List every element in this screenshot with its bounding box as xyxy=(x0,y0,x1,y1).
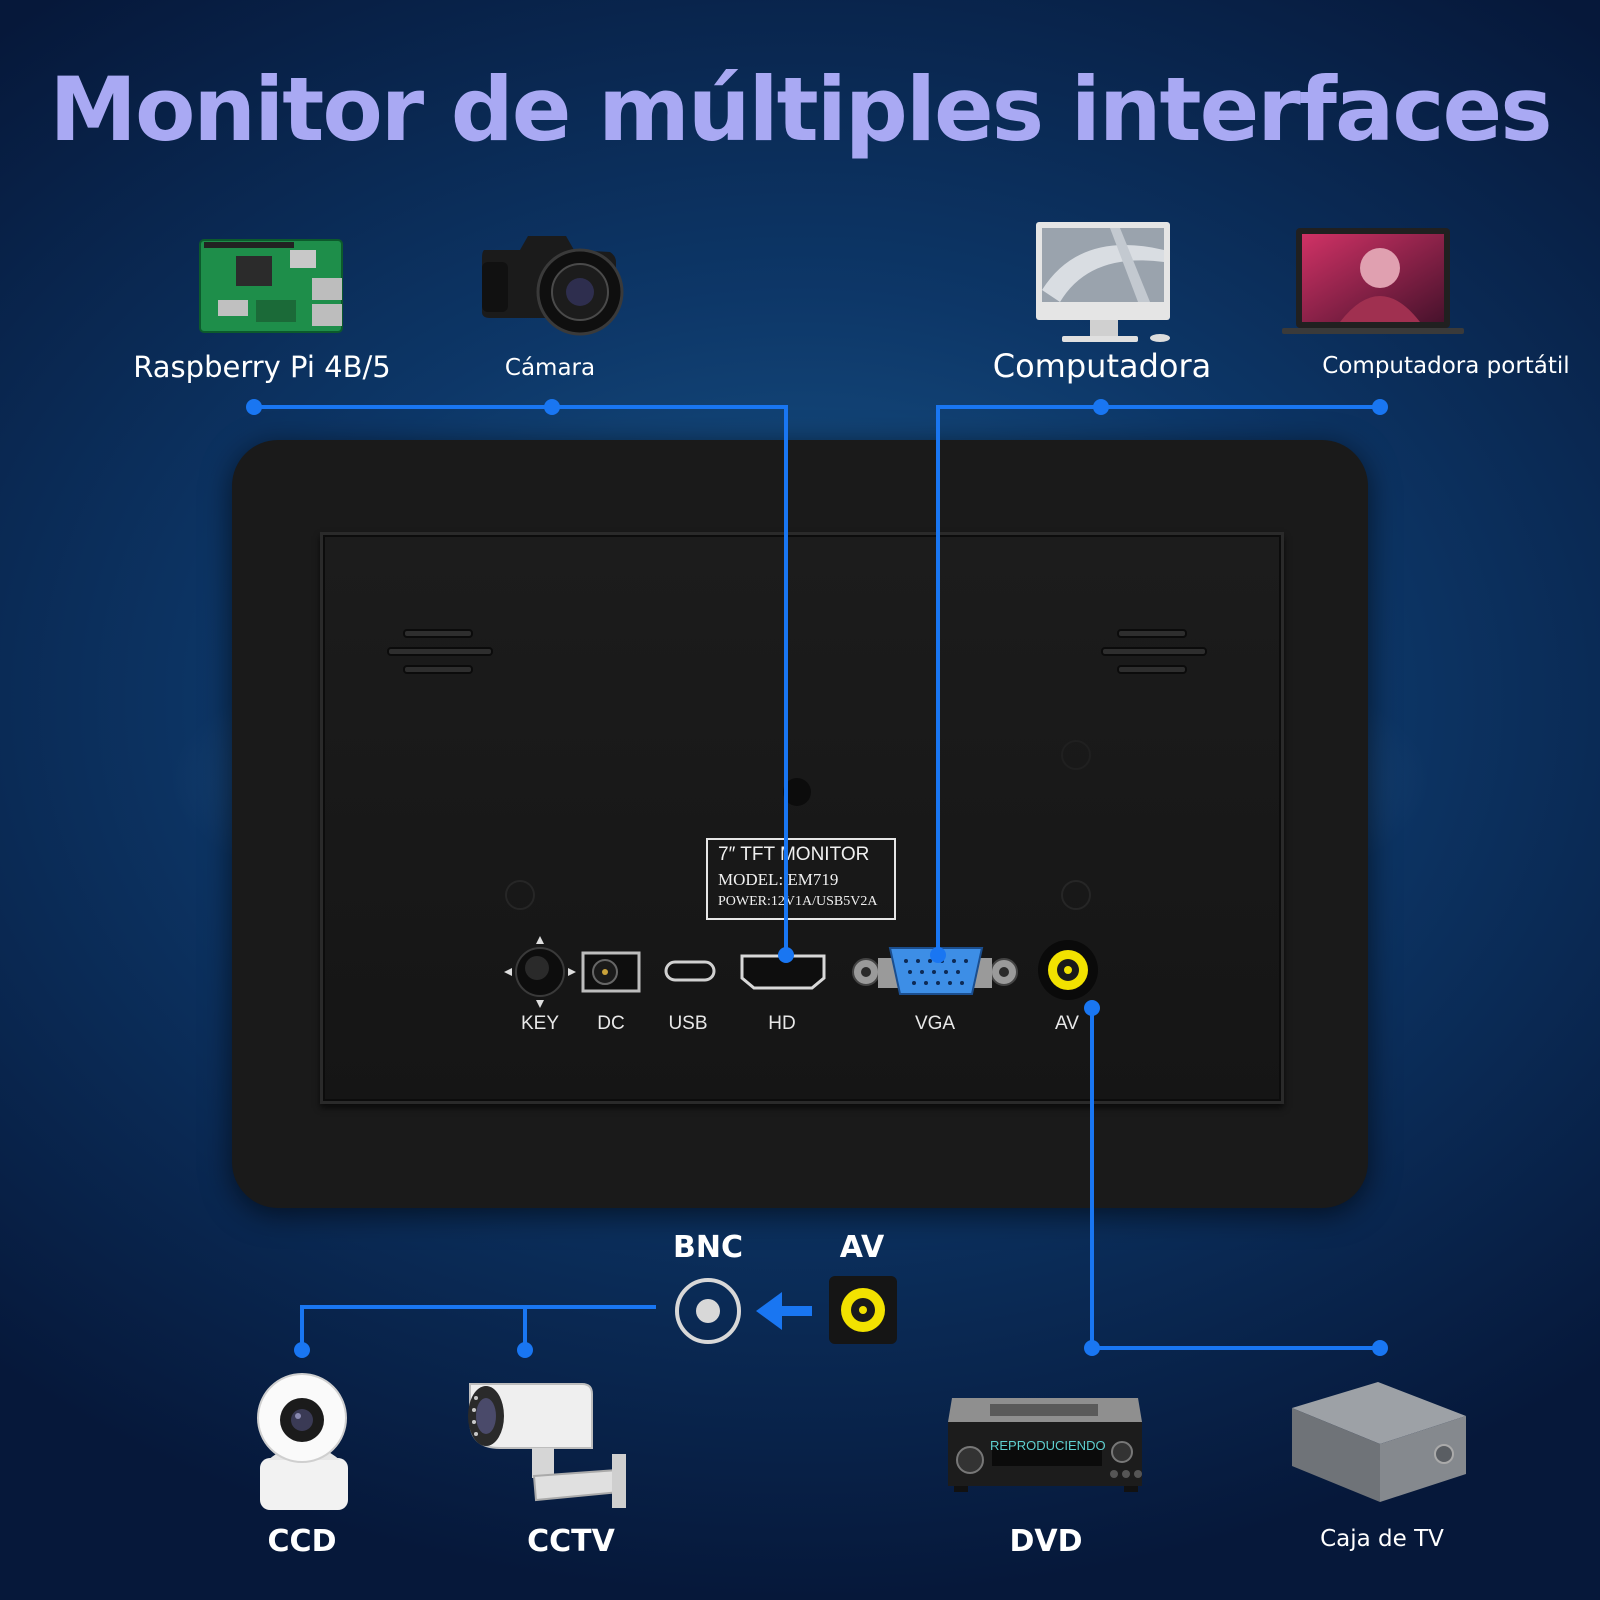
monitor-body xyxy=(320,532,1284,1104)
device-label-laptop: Computadora portátil xyxy=(1322,353,1570,379)
av-rca-port-icon xyxy=(1038,940,1098,1000)
mount-hole xyxy=(783,778,811,806)
cctv-bullet-camera-icon xyxy=(468,1383,626,1508)
usb-c-port-icon xyxy=(664,960,716,982)
device-label-raspberry: Raspberry Pi 4B/5 xyxy=(133,350,391,384)
port-label-vga: VGA xyxy=(914,1013,956,1034)
tv-box-icon xyxy=(1292,1382,1466,1502)
device-label-dvd: DVD xyxy=(1009,1524,1083,1559)
device-label-camera: Cámara xyxy=(504,355,596,381)
camera-icon xyxy=(482,236,624,336)
av-connector-icon xyxy=(829,1276,897,1344)
arrow-left-icon xyxy=(756,1292,812,1330)
ccd-dome-camera-icon xyxy=(257,1373,348,1510)
line-top-right xyxy=(936,405,1380,955)
adapter-label-av: AV xyxy=(839,1230,885,1265)
speaker-vent-left xyxy=(387,629,493,674)
port-label-usb: USB xyxy=(668,1013,708,1034)
dvd-display-text: REPRODUCIENDO xyxy=(990,1438,1106,1453)
dvd-player-icon xyxy=(948,1398,1142,1492)
dc-port-icon xyxy=(581,951,641,993)
raspberry-pi-board-icon xyxy=(199,239,343,333)
page-title: Monitor de múltiples interfaces xyxy=(49,58,1552,161)
desktop-computer-icon xyxy=(1036,222,1170,342)
spec-model: MODEL: EM719 xyxy=(718,870,839,889)
spec-label: 7″ TFT MONITOR MODEL: EM719 POWER:12V1A/… xyxy=(706,838,896,920)
port-label-hd: HD xyxy=(768,1013,796,1034)
screw-hole xyxy=(1061,740,1091,770)
device-label-ccd: CCD xyxy=(267,1524,337,1559)
device-label-cctv: CCTV xyxy=(527,1524,615,1559)
screw-hole xyxy=(1061,880,1091,910)
device-label-tvbox: Caja de TV xyxy=(1320,1526,1444,1552)
adapter-label-bnc: BNC xyxy=(673,1230,743,1265)
hdmi-port-icon xyxy=(740,954,826,990)
key-joystick-icon xyxy=(504,936,576,1008)
spec-title: 7″ TFT MONITOR xyxy=(718,844,870,865)
port-label-dc: DC xyxy=(597,1013,625,1034)
bnc-connector-icon xyxy=(675,1278,741,1344)
line-top-left xyxy=(254,405,788,955)
port-label-key: KEY xyxy=(520,1013,560,1034)
vga-port-icon xyxy=(852,947,1018,995)
port-label-av: AV xyxy=(1055,1013,1079,1034)
screw-hole xyxy=(505,880,535,910)
speaker-vent-right xyxy=(1101,629,1207,674)
spec-power: POWER:12V1A/USB5V2A xyxy=(718,894,878,909)
laptop-icon xyxy=(1282,228,1464,334)
line-bnc-cams xyxy=(300,1305,656,1350)
device-label-computer: Computadora xyxy=(992,347,1212,385)
